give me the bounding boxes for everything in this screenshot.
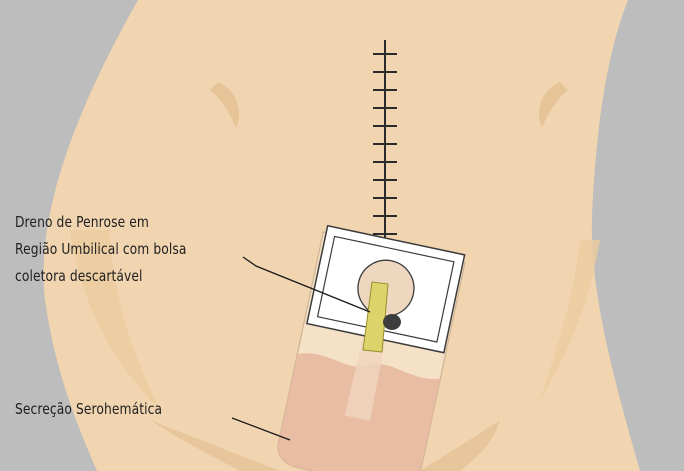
drain-label-line-1: Dreno de Penrose em — [15, 213, 149, 232]
drain-tip — [383, 314, 401, 330]
drain-label-line-2: Região Umbilical com bolsa — [15, 240, 186, 259]
drain-label-line-3: coletora descartável — [15, 267, 143, 286]
secretion-label: Secreção Serohemática — [15, 400, 162, 419]
